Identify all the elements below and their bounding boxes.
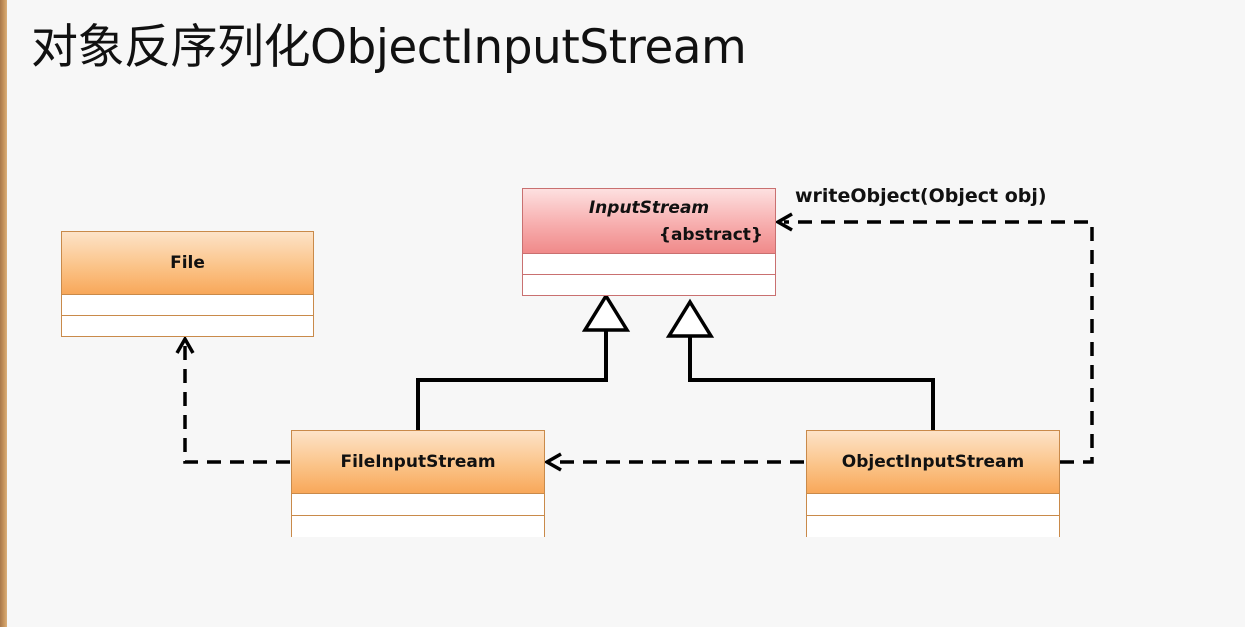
class-objectinputstream-methods xyxy=(807,516,1059,537)
class-fileinputstream[interactable]: FileInputStream xyxy=(291,430,545,537)
class-fileinputstream-attributes xyxy=(292,494,544,516)
dependency-arrowhead-file xyxy=(175,335,195,354)
class-file-name: File xyxy=(170,253,205,273)
class-file[interactable]: File xyxy=(61,231,314,337)
class-inputstream-header: InputStream {abstract} xyxy=(523,189,775,254)
class-objectinputstream-attributes xyxy=(807,494,1059,516)
dependency-fileinputstream-file xyxy=(183,345,290,464)
generalization-fileinputstream xyxy=(416,330,608,430)
dependency-arrowhead-inputstream xyxy=(774,212,793,232)
class-inputstream-attributes xyxy=(523,254,775,275)
generalization-objectinputstream xyxy=(688,336,935,430)
class-fileinputstream-methods xyxy=(292,516,544,537)
slide-left-edge xyxy=(0,0,7,627)
class-fileinputstream-header: FileInputStream xyxy=(292,431,544,494)
class-file-methods xyxy=(62,316,313,336)
class-inputstream-stereotype: {abstract} xyxy=(658,225,763,245)
dependency-objectinputstream-inputstream xyxy=(784,220,1094,464)
class-inputstream[interactable]: InputStream {abstract} xyxy=(522,188,776,296)
generalization-arrowhead-right xyxy=(665,298,715,338)
class-objectinputstream-header: ObjectInputStream xyxy=(807,431,1059,494)
slide-title: 对象反序列化ObjectInputStream xyxy=(31,20,747,75)
class-file-header: File xyxy=(62,232,313,295)
writeobject-label: writeObject(Object obj) xyxy=(795,185,1047,207)
class-inputstream-methods xyxy=(523,275,775,295)
class-file-attributes xyxy=(62,295,313,316)
dependency-arrowhead-fileinputstream xyxy=(543,452,562,472)
class-inputstream-name: InputStream xyxy=(588,198,710,218)
class-objectinputstream[interactable]: ObjectInputStream xyxy=(806,430,1060,537)
class-fileinputstream-name: FileInputStream xyxy=(340,452,496,472)
class-objectinputstream-name: ObjectInputStream xyxy=(841,452,1025,472)
generalization-arrowhead-left xyxy=(581,292,631,332)
